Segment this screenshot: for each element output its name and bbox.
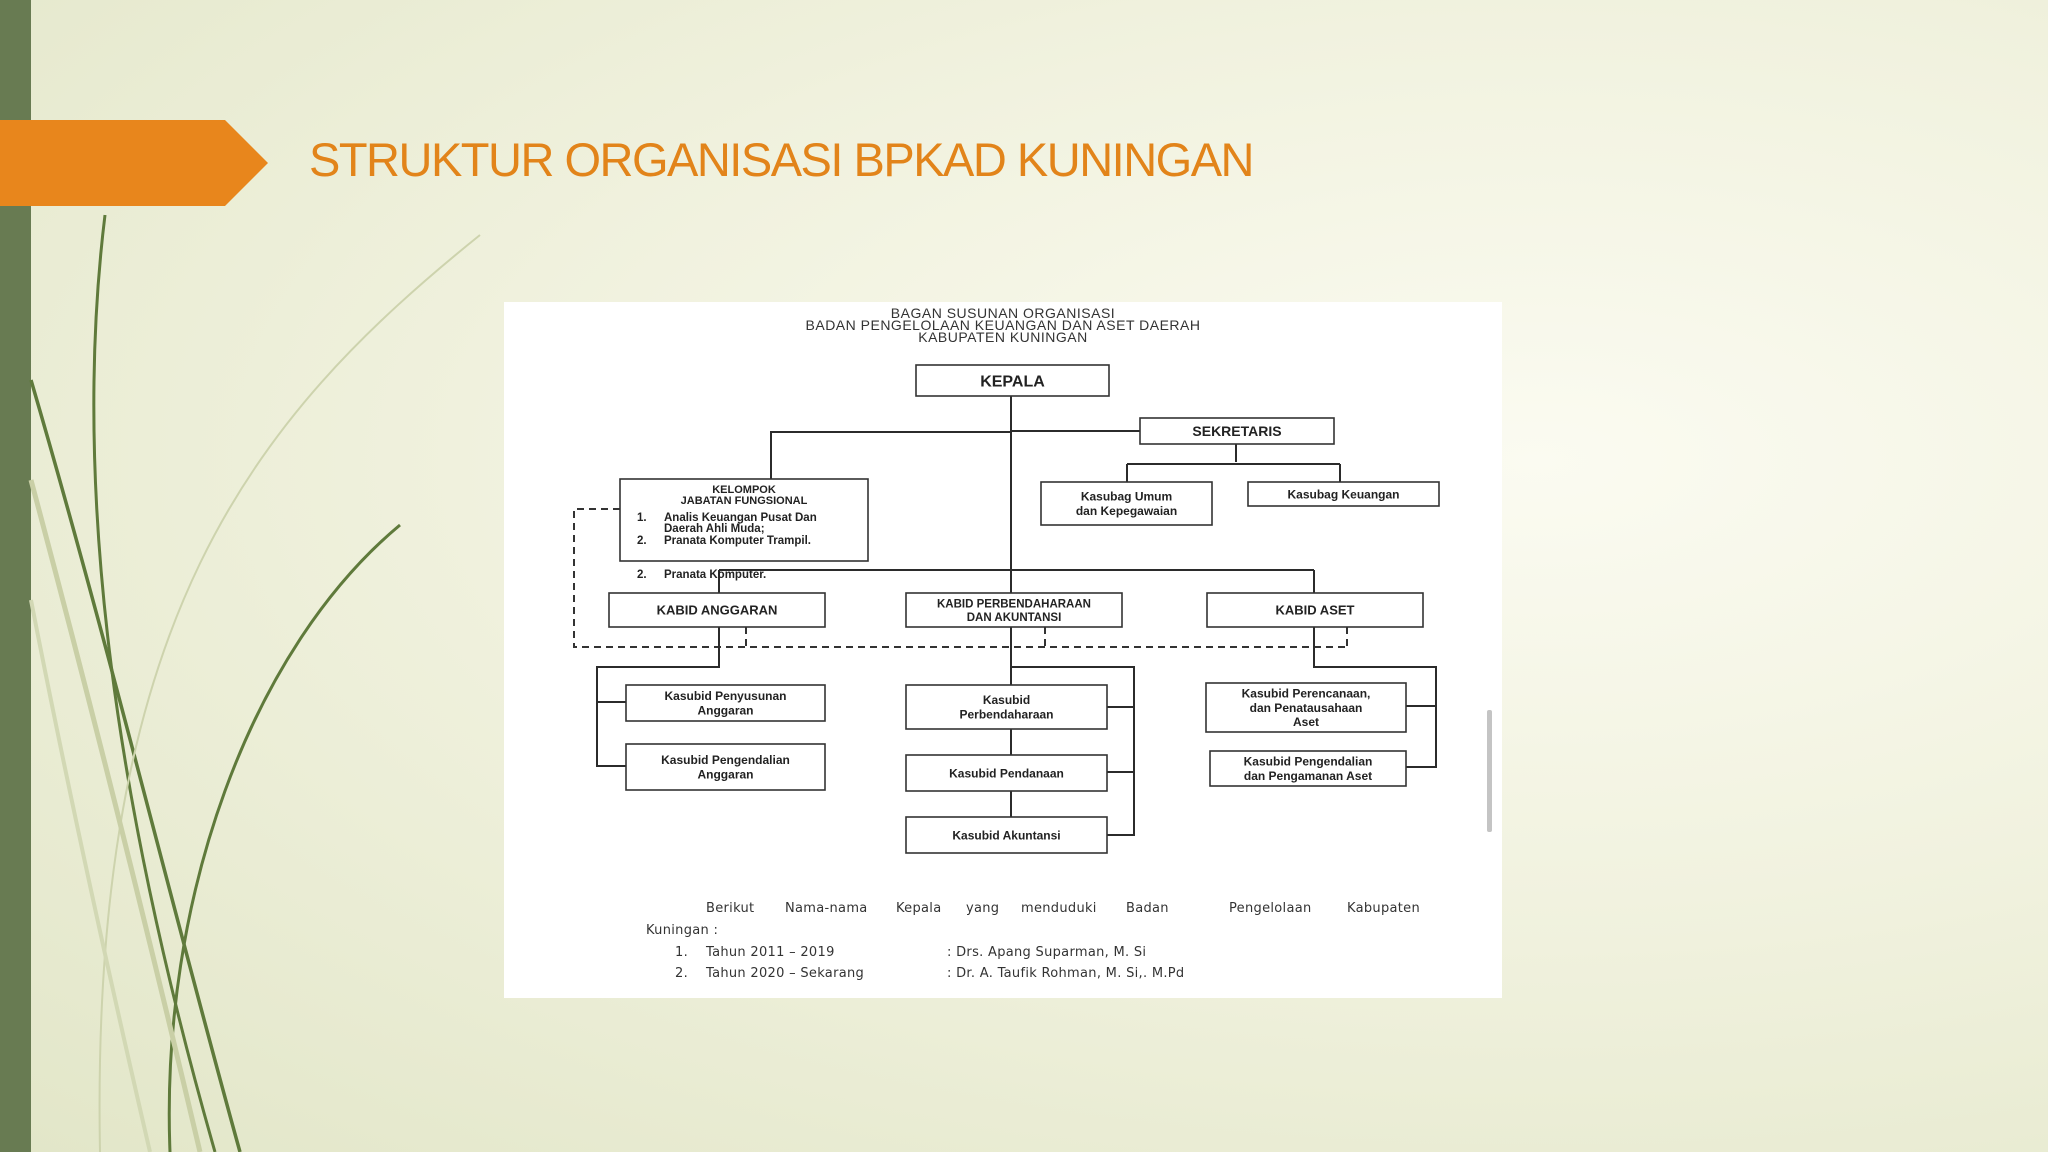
footer-intro-word: Nama-nama [785,901,868,916]
kasubid-pengendalian-anggaran-box [625,743,826,791]
kasubid-akuntansi-box [905,816,1108,854]
kabid-perbendaharaan-label: DAN AKUNTANSI [967,612,1062,624]
kasubid-perbendaharaan-label: Perbendaharaan [959,707,1053,721]
kepala-box [915,364,1110,397]
footer-intro-word: yang [966,901,999,916]
kabid-perbendaharaan-label: KABID PERBENDAHARAAN [937,598,1091,610]
kasubid-perbendaharaan-box [905,684,1108,730]
functional-item-text: Pranata Komputer Trampil. [664,535,811,547]
head-list-name: : Drs. Apang Suparman, M. Si [947,945,1146,960]
kasubag-keuangan-box [1247,481,1440,507]
aset-subtree-line [1313,627,1437,768]
scan-scrollbar-artifact [1487,710,1492,832]
footer-intro-word: Pengelolaan [1229,901,1312,916]
kabid-aset-label: KABID ASET [1276,603,1355,618]
footer-intro-word: Kepala [896,901,941,916]
kasubag-umum-label: dan Kepegawaian [1076,504,1177,518]
functional-item-number: 1. [637,512,647,524]
kasubid-pengendalian-anggaran-label: Kasubid Pengendalian [661,753,790,767]
kasubid-perencanaan-aset-box [1205,682,1407,733]
footer-intro-word: menduduki [1021,901,1097,916]
kabid-anggaran-label: KABID ANGGARAN [657,603,778,618]
functional-item-number: 2. [637,535,647,547]
functional-item-text: Analis Keuangan Pusat Dan [664,512,817,524]
anggaran-subtree-line [596,627,720,767]
kasubid-perencanaan-aset-label: dan Penatausahaan [1250,701,1363,715]
chart-title-line: BAGAN SUSUNAN ORGANISASI [891,305,1115,321]
head-list-number: 1. [675,945,688,960]
kasubid-perbendaharaan-label: Kasubid [983,693,1030,707]
footer-intro-line2: Kuningan : [646,923,718,938]
functional-dashed-line [573,508,1348,648]
kasubid-pengendalian-aset-label: Kasubid Pengendalian [1244,755,1373,769]
chart-title-line: BADAN PENGELOLAAN KEUANGAN DAN ASET DAER… [806,317,1201,333]
slide-title: STRUKTUR ORGANISASI BPKAD KUNINGAN [309,133,1255,186]
footer-intro-word: Berikut [706,901,754,916]
functional-item-number: 2. [637,569,647,581]
sekretaris-box [1139,417,1335,445]
head-list-period: Tahun 2011 – 2019 [705,945,835,960]
kasubid-perencanaan-aset-label: Kasubid Perencanaan, [1242,687,1371,701]
functional-group-connector [770,431,1011,479]
functional-group-title: KELOMPOK [712,484,776,496]
kasubid-penyusunan-anggaran-label: Kasubid Penyusunan [664,689,786,703]
kabid-anggaran-box [608,592,826,628]
kasubid-pengendalian-aset-box [1209,750,1407,787]
kasubid-pengendalian-aset-label: dan Pengamanan Aset [1244,769,1372,783]
functional-group-title: JABATAN FUNGSIONAL [681,495,808,507]
kasubid-pendanaan-label: Kasubid Pendanaan [949,766,1064,780]
kasubag-keuangan-label: Kasubag Keuangan [1287,487,1399,501]
functional-item-text: Daerah Ahli Muda; [664,523,765,535]
head-list-name: : Dr. A. Taufik Rohman, M. Si,. M.Pd [947,966,1184,981]
functional-item-text: Pranata Komputer. [664,569,766,581]
kasubag-umum-label: Kasubag Umum [1081,490,1172,504]
decorative-grass-curves [28,214,481,1152]
kabid-aset-box [1206,592,1424,628]
perbendaharaan-subtree-line [1010,627,1135,836]
kepala-label: KEPALA [980,373,1045,390]
kasubid-penyusunan-anggaran-box [625,684,826,722]
kasubag-umum-box [1040,481,1213,526]
footer-intro-word: Kabupaten [1347,901,1420,916]
head-list-period: Tahun 2020 – Sekarang [705,966,864,981]
head-list-number: 2. [675,966,688,981]
functional-group-box [619,478,869,562]
kasubid-penyusunan-anggaran-label: Anggaran [697,703,753,717]
kasubid-akuntansi-label: Kasubid Akuntansi [952,828,1060,842]
kasubid-perencanaan-aset-label: Aset [1293,715,1319,729]
kasubid-pendanaan-box [905,754,1108,792]
footer-intro-word: Badan [1126,901,1169,916]
chart-title-line: KABUPATEN KUNINGAN [918,329,1088,345]
sekretaris-label: SEKRETARIS [1192,423,1281,439]
kasubid-pengendalian-anggaran-label: Anggaran [697,767,753,781]
title-arrow-shape [0,120,268,206]
kabid-perbendaharaan-box [905,592,1123,628]
